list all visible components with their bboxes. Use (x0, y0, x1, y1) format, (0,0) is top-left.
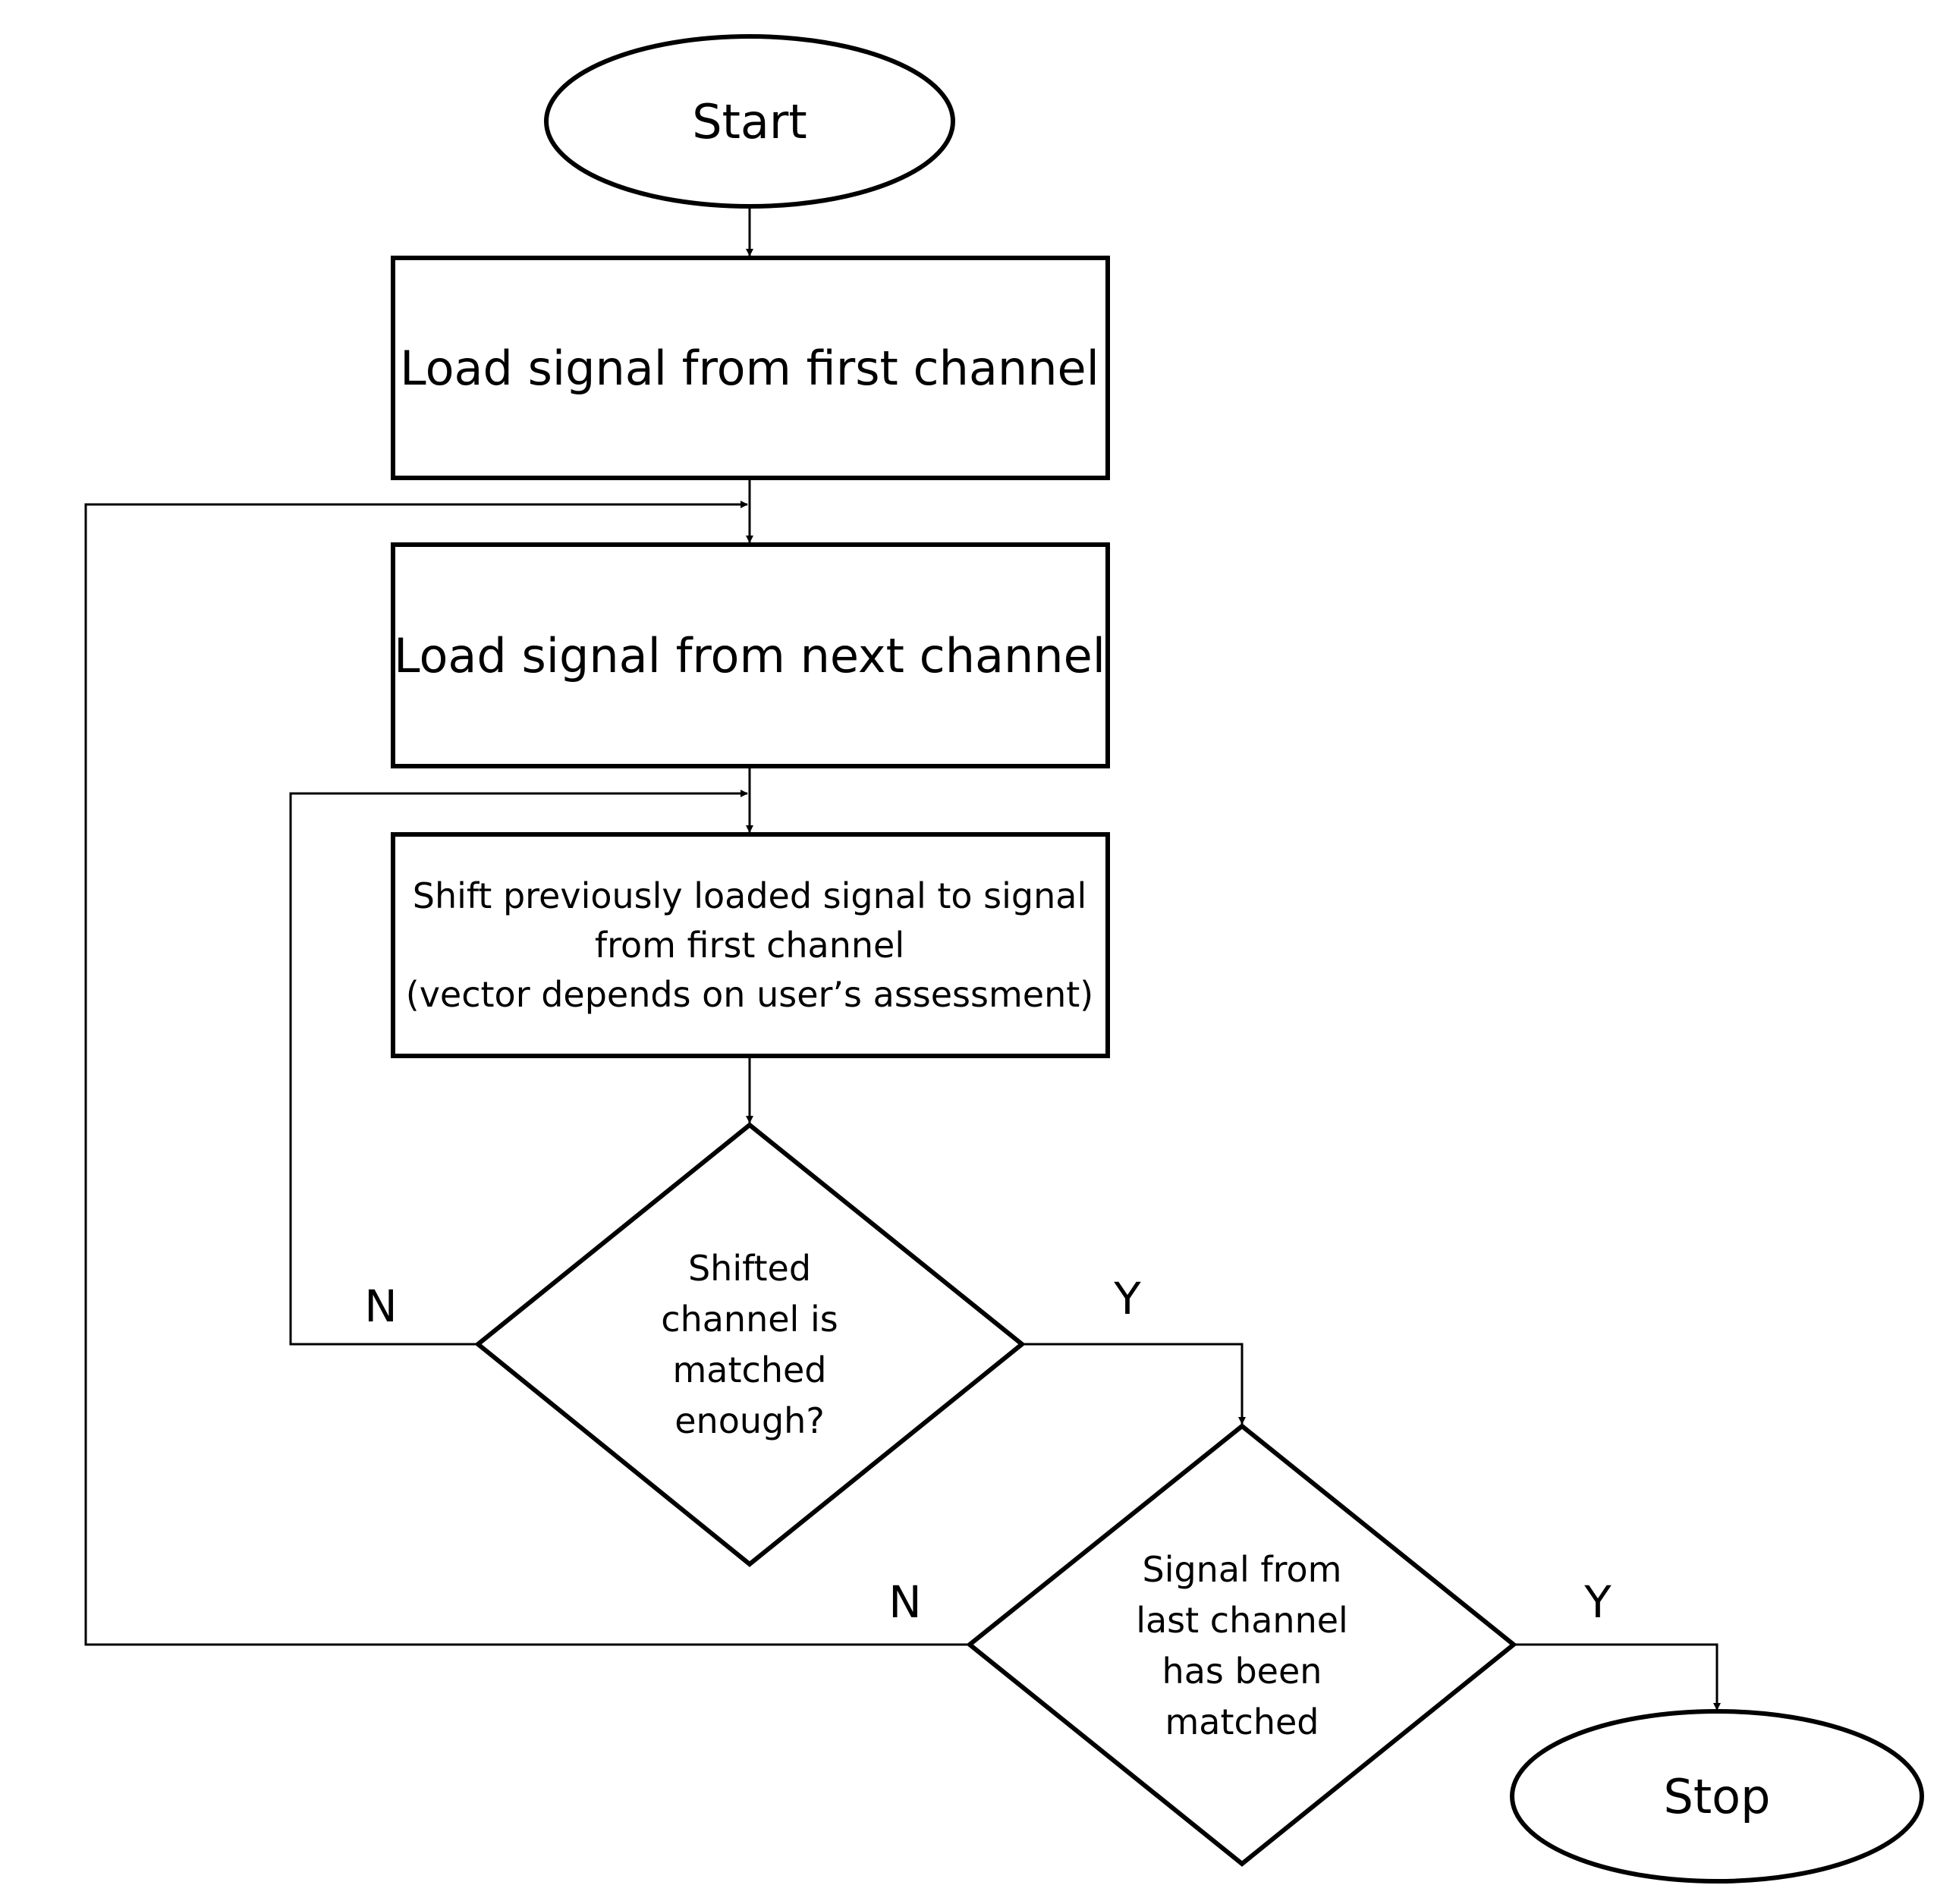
connector-yes-to-last-decision (1022, 1343, 1246, 1425)
last-yes-label: Y (1583, 1576, 1612, 1628)
connector-no-loop-back-to-shift (289, 790, 748, 1346)
match-no-label: N (364, 1280, 397, 1332)
last-decision-line-3: has been (1162, 1651, 1322, 1692)
last-decision-line-4: matched (1165, 1701, 1319, 1742)
match-decision-line-1: Shifted (688, 1248, 811, 1289)
start-label: Start (692, 94, 807, 149)
shift-line-2: from first channel (595, 925, 904, 966)
process-shift-signal: Shift previously loaded signal to signal… (391, 832, 1110, 1058)
match-decision-line-4: enough? (674, 1400, 825, 1441)
start-terminal: Start (544, 34, 955, 209)
process-load-next-channel: Load signal from next channel (391, 542, 1110, 768)
process-load-first-channel: Load signal from first channel (391, 256, 1110, 480)
decision-match-enough: Shifted channel is matched enough? (474, 1122, 1026, 1567)
stop-label: Stop (1664, 1769, 1771, 1824)
load-next-label: Load signal from next channel (394, 628, 1105, 683)
last-decision-line-2: last channel (1136, 1600, 1348, 1641)
connector-yes-to-stop (1514, 1643, 1721, 1711)
match-yes-label: Y (1113, 1273, 1141, 1324)
last-no-label: N (888, 1576, 921, 1628)
decision-last-channel: Signal from last channel has been matche… (966, 1423, 1517, 1867)
shift-line-1: Shift previously loaded signal to signal (413, 875, 1086, 916)
shift-line-3: (vector depends on user’s assessment) (406, 974, 1093, 1015)
connector-loop-back-to-load-next (84, 501, 970, 1646)
match-decision-line-2: channel is (661, 1299, 838, 1340)
stop-terminal: Stop (1510, 1709, 1924, 1884)
last-decision-line-1: Signal from (1143, 1549, 1342, 1590)
load-first-label: Load signal from first channel (400, 341, 1099, 396)
match-decision-line-3: matched (673, 1349, 827, 1390)
